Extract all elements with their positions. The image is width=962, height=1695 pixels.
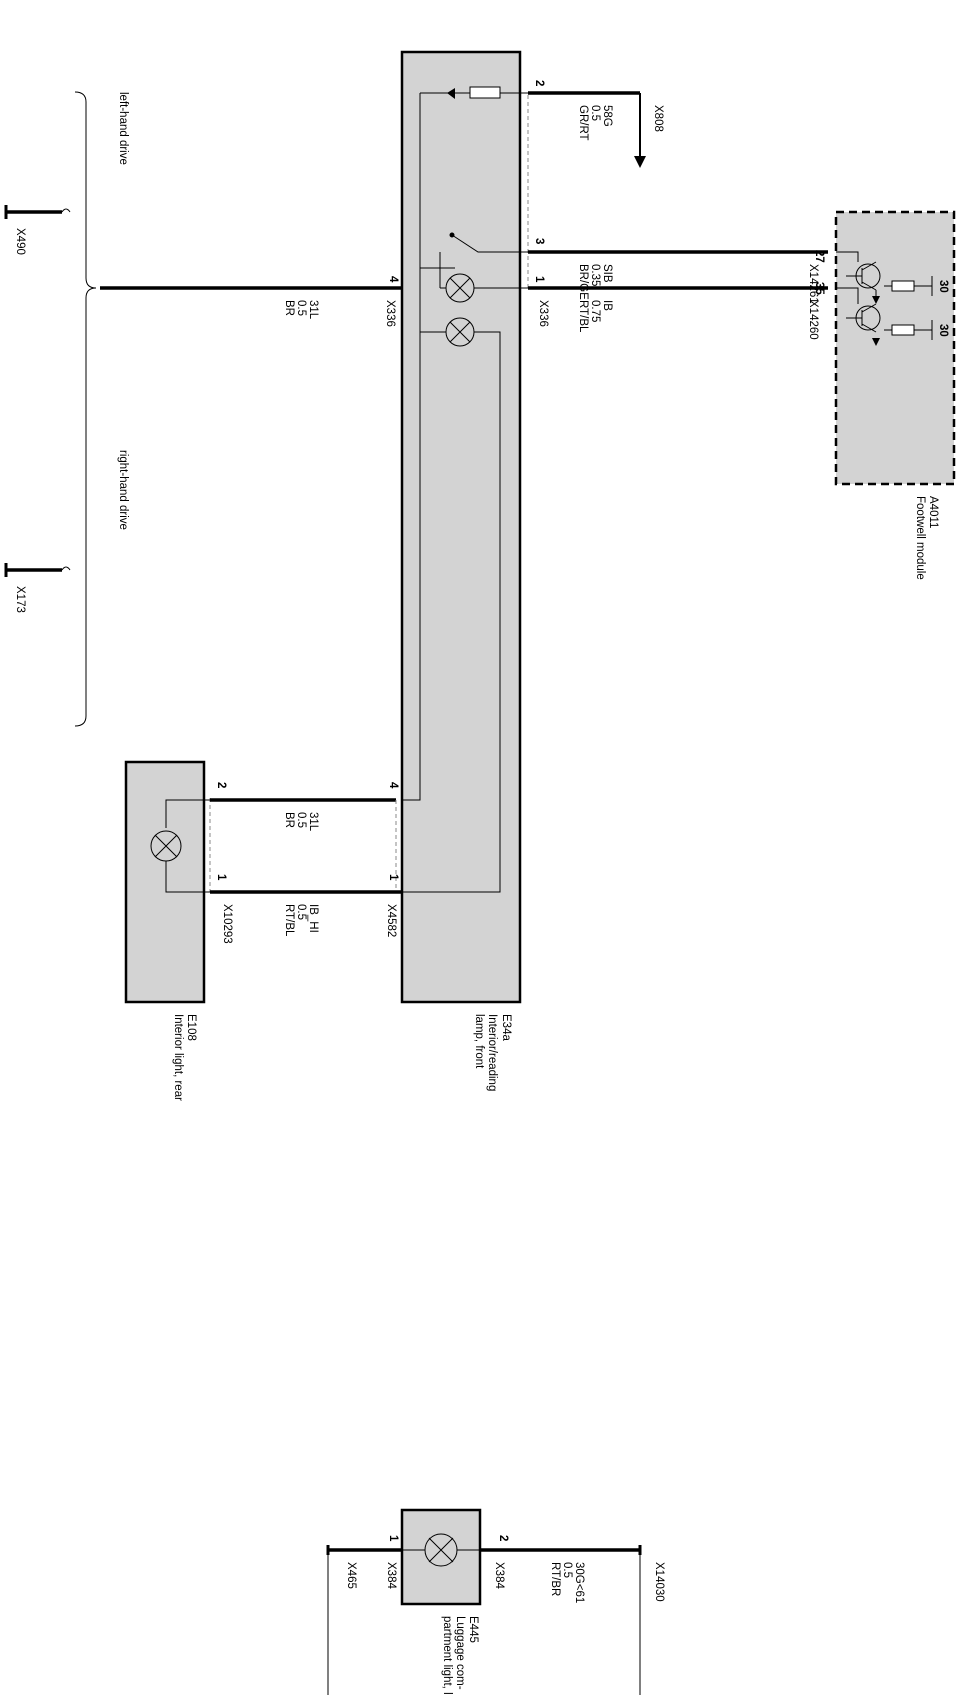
diode-icon bbox=[447, 88, 455, 99]
pin-1-e34a-label: 1 bbox=[387, 874, 399, 881]
pin-1-e108-label: 1 bbox=[215, 874, 227, 881]
e445-name-line1: Luggage com- bbox=[454, 1616, 466, 1690]
wire-sib: 3 SIB 0.35 BR/GE 27 X14261 bbox=[528, 238, 828, 304]
pin-35-label: 35 bbox=[813, 282, 825, 295]
right-hand-drive-label: right-hand drive bbox=[117, 450, 129, 530]
wire-sib-dest-conn: X14261 bbox=[807, 264, 819, 304]
wire-sib-size: 0.35 bbox=[589, 264, 601, 286]
wire-ib-hi: 1 1 IB_HI 0.5 RT/BL X10293 X4582 bbox=[210, 874, 402, 944]
e34a-name-line2: lamp, front bbox=[473, 1014, 485, 1069]
wire-sib-color: BR/GE bbox=[577, 264, 589, 300]
component-e34a: E34a Interior/reading lamp, front bbox=[400, 50, 529, 1091]
a4011-name: Footwell module bbox=[914, 496, 926, 580]
wire-31l-top-size: 0.5 bbox=[295, 300, 307, 316]
wire-luggage: 1 2 X384 X384 X465 30G<61 0.5 RT/BR X140… bbox=[326, 1535, 665, 1695]
a4011-body bbox=[834, 210, 956, 486]
wire-58g-color: GR/RT bbox=[577, 105, 589, 141]
luggage-color: RT/BR bbox=[549, 1562, 561, 1596]
luggage-ground-label: X465 bbox=[345, 1562, 357, 1589]
wire-31l-top-signal: 31L bbox=[307, 300, 319, 320]
a4011-id: A4011 bbox=[927, 496, 939, 528]
ground-x490: X490 bbox=[4, 205, 71, 255]
wire-ib-conn: X336 bbox=[537, 300, 549, 327]
wire-31l-rear-signal: 31L bbox=[307, 812, 319, 832]
pin-2-label: 2 bbox=[533, 80, 545, 86]
a4011-supply-30-bottom: 30 bbox=[937, 324, 949, 337]
wire-ib: 1 IB 0.75 RT/BL X336 35 X14260 bbox=[528, 276, 828, 340]
component-e108: E108 Interior light, rear bbox=[124, 760, 211, 1101]
e445-name-line2: partment light, left bbox=[441, 1616, 453, 1695]
e445-id: E445 bbox=[467, 1616, 479, 1643]
pin-1-e445-label: 1 bbox=[387, 1535, 399, 1542]
e34a-id: E34a bbox=[500, 1014, 512, 1041]
wire-58g-signal: 58G bbox=[601, 105, 613, 127]
wire-ib-signal: IB bbox=[601, 300, 613, 311]
pin-27-label: 27 bbox=[813, 250, 825, 263]
luggage-signal: 30G<61 bbox=[573, 1562, 585, 1603]
pin-3-label: 3 bbox=[533, 238, 545, 244]
wire-31l-rear-size: 0.5 bbox=[295, 812, 307, 828]
left-hand-drive-label: left-hand drive bbox=[117, 92, 129, 165]
transistor-arrow-icon bbox=[872, 296, 880, 304]
wire-31l-top-conn: X336 bbox=[384, 300, 396, 327]
luggage-conn-right: X384 bbox=[493, 1562, 505, 1589]
ground-x490-label: X490 bbox=[14, 228, 26, 255]
wire-sib-signal: SIB bbox=[601, 264, 613, 283]
wire-58g-dest: X808 bbox=[652, 105, 664, 132]
pin-2-e445-label: 2 bbox=[497, 1535, 509, 1541]
wire-ib-color: RT/BL bbox=[577, 300, 589, 333]
e108-id: E108 bbox=[185, 1014, 197, 1041]
ground-x173: X173 bbox=[4, 563, 71, 613]
wire-31l-rear-color: BR bbox=[283, 812, 295, 828]
drive-brace bbox=[74, 91, 97, 727]
pin-4-e34a-label: 4 bbox=[387, 782, 399, 789]
ground-x173-label: X173 bbox=[14, 586, 26, 613]
e108-name: Interior light, rear bbox=[172, 1014, 184, 1101]
luggage-conn-left: X384 bbox=[385, 1562, 397, 1589]
wire-ib-size: 0.75 bbox=[589, 300, 601, 322]
wire-31l-top: 4 31L 0.5 BR X336 bbox=[100, 276, 402, 327]
wire-31l-top-color: BR bbox=[283, 300, 295, 316]
e34a-name-line1: Interior/reading bbox=[486, 1014, 498, 1091]
wire-ib-dest-conn: X14260 bbox=[807, 300, 819, 340]
pin-1-label: 1 bbox=[533, 276, 545, 283]
wire-ib-hi-conn-e34a: X4582 bbox=[385, 904, 397, 937]
e445-body bbox=[400, 1508, 482, 1606]
wire-58g-size: 0.5 bbox=[589, 105, 601, 121]
luggage-dest-label: X14030 bbox=[653, 1562, 665, 1602]
wire-ib-hi-color: RT/BL bbox=[283, 904, 295, 937]
e108-body bbox=[124, 760, 206, 1004]
wire-ib-hi-size: 0.5 bbox=[295, 904, 307, 920]
wire-58g: 2 58G 0.5 GR/RT X808 bbox=[528, 80, 664, 168]
wire-31l-rear: 2 4 31L 0.5 BR bbox=[210, 782, 399, 892]
pin-2-e108-label: 2 bbox=[215, 782, 227, 788]
wire-ib-hi-conn-e108: X10293 bbox=[221, 904, 233, 944]
transistor-arrow-icon bbox=[872, 338, 880, 346]
component-e445: E445 Luggage com- partment light, left bbox=[400, 1508, 482, 1695]
pin-4-label: 4 bbox=[387, 276, 399, 283]
wire-ib-hi-signal: IB_HI bbox=[307, 904, 319, 933]
luggage-size: 0.5 bbox=[561, 1562, 573, 1578]
component-a4011: 30 30 A4011 Footwell module bbox=[834, 210, 956, 580]
e34a-internal-circuit bbox=[402, 86, 528, 893]
a4011-supply-30-top: 30 bbox=[937, 280, 949, 293]
